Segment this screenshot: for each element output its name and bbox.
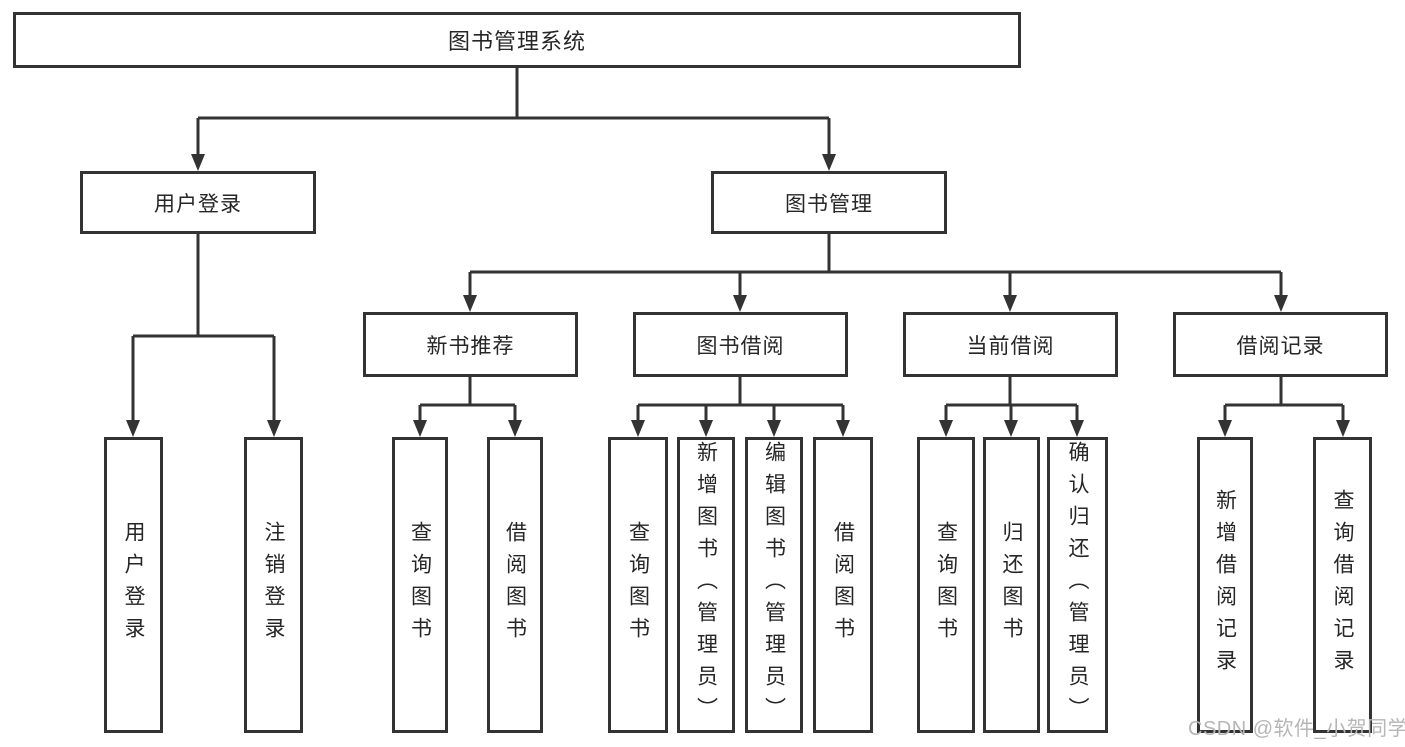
arrow-icon: [413, 420, 427, 437]
arrow-icon: [1336, 420, 1350, 437]
leaf-query-books-current-label: 查询图书: [934, 521, 958, 649]
leaf-query-borrow-record: 查询借阅记录: [1313, 437, 1372, 733]
node-new-book-recommendation: 新书推荐: [363, 312, 578, 377]
connector-book-management-children: [468, 234, 1283, 298]
arrow-icon: [191, 154, 205, 171]
leaf-edit-books-admin-label: 编辑图书（管理员）: [762, 441, 786, 729]
connector-book-borrowing-children: [636, 377, 845, 422]
arrow-icon: [508, 420, 522, 437]
arrow-icon: [1218, 420, 1232, 437]
arrow-icon: [631, 420, 645, 437]
leaf-query-books-recommend: 查询图书: [392, 437, 448, 733]
node-book-management: 图书管理: [711, 171, 947, 234]
leaf-return-books: 归还图书: [983, 437, 1040, 733]
arrow-icon: [767, 420, 781, 437]
node-library-management-system: 图书管理系统: [13, 12, 1021, 68]
leaf-logout-login-label: 注销登录: [262, 521, 285, 649]
leaf-query-books-borrowing: 查询图书: [608, 437, 668, 733]
connector-root-to-level2: [196, 68, 831, 156]
leaf-edit-books-admin: 编辑图书（管理员）: [745, 437, 803, 733]
leaf-add-books-admin: 新增图书（管理员）: [677, 437, 735, 733]
leaf-add-books-admin-label: 新增图书（管理员）: [694, 441, 718, 729]
arrow-icon: [1070, 420, 1084, 437]
connector-new-book-children: [418, 377, 517, 422]
leaf-logout-login: 注销登录: [244, 437, 303, 733]
arrow-icon: [463, 295, 477, 312]
leaf-user-login-label: 用户登录: [122, 521, 145, 649]
node-book-borrowing: 图书借阅: [633, 312, 848, 377]
leaf-query-books-current: 查询图书: [917, 437, 975, 733]
node-user-login: 用户登录: [80, 171, 316, 234]
leaf-query-books-borrowing-label: 查询图书: [626, 521, 650, 649]
arrow-icon: [822, 154, 836, 171]
leaf-borrow-books-recommend: 借阅图书: [487, 437, 543, 733]
leaf-borrow-books-borrowing-label: 借阅图书: [831, 521, 855, 649]
node-user-login-label: 用户登录: [154, 192, 242, 216]
node-new-book-recommendation-label: 新书推荐: [426, 334, 515, 358]
connector-user-login-children: [131, 234, 276, 422]
leaf-user-login: 用户登录: [104, 437, 163, 733]
node-borrow-records-label: 借阅记录: [1236, 334, 1325, 358]
node-book-borrowing-label: 图书借阅: [696, 334, 785, 358]
arrow-icon: [1003, 295, 1017, 312]
node-book-management-label: 图书管理: [785, 192, 873, 216]
node-borrow-records: 借阅记录: [1173, 312, 1388, 377]
connector-current-borrowing-children: [944, 377, 1079, 422]
leaf-add-borrow-record: 新增借阅记录: [1197, 437, 1253, 733]
leaf-borrow-books-borrowing: 借阅图书: [813, 437, 873, 733]
csdn-watermark: CSDN @软件_小贺同学: [1188, 718, 1405, 740]
connector-borrow-records-children: [1223, 377, 1345, 422]
node-library-management-system-label: 图书管理系统: [447, 29, 586, 54]
arrow-icon: [699, 420, 713, 437]
arrowheads: [126, 154, 1350, 437]
arrow-icon: [836, 420, 850, 437]
leaf-borrow-books-recommend-label: 借阅图书: [503, 521, 527, 649]
arrow-icon: [126, 420, 140, 437]
arrow-icon: [733, 295, 747, 312]
leaf-query-borrow-record-label: 查询借阅记录: [1331, 489, 1354, 681]
arrow-icon: [1274, 295, 1288, 312]
arrow-icon: [1004, 420, 1018, 437]
node-current-borrowing-label: 当前借阅: [966, 334, 1055, 358]
leaf-confirm-return-admin: 确认归还（管理员）: [1047, 437, 1108, 733]
node-current-borrowing: 当前借阅: [903, 312, 1118, 377]
leaf-return-books-label: 归还图书: [1000, 521, 1023, 649]
leaf-confirm-return-admin-label: 确认归还（管理员）: [1066, 441, 1089, 729]
arrow-icon: [267, 420, 281, 437]
leaf-query-books-recommend-label: 查询图书: [408, 521, 432, 649]
leaf-add-borrow-record-label: 新增借阅记录: [1213, 489, 1237, 681]
arrow-icon: [939, 420, 953, 437]
